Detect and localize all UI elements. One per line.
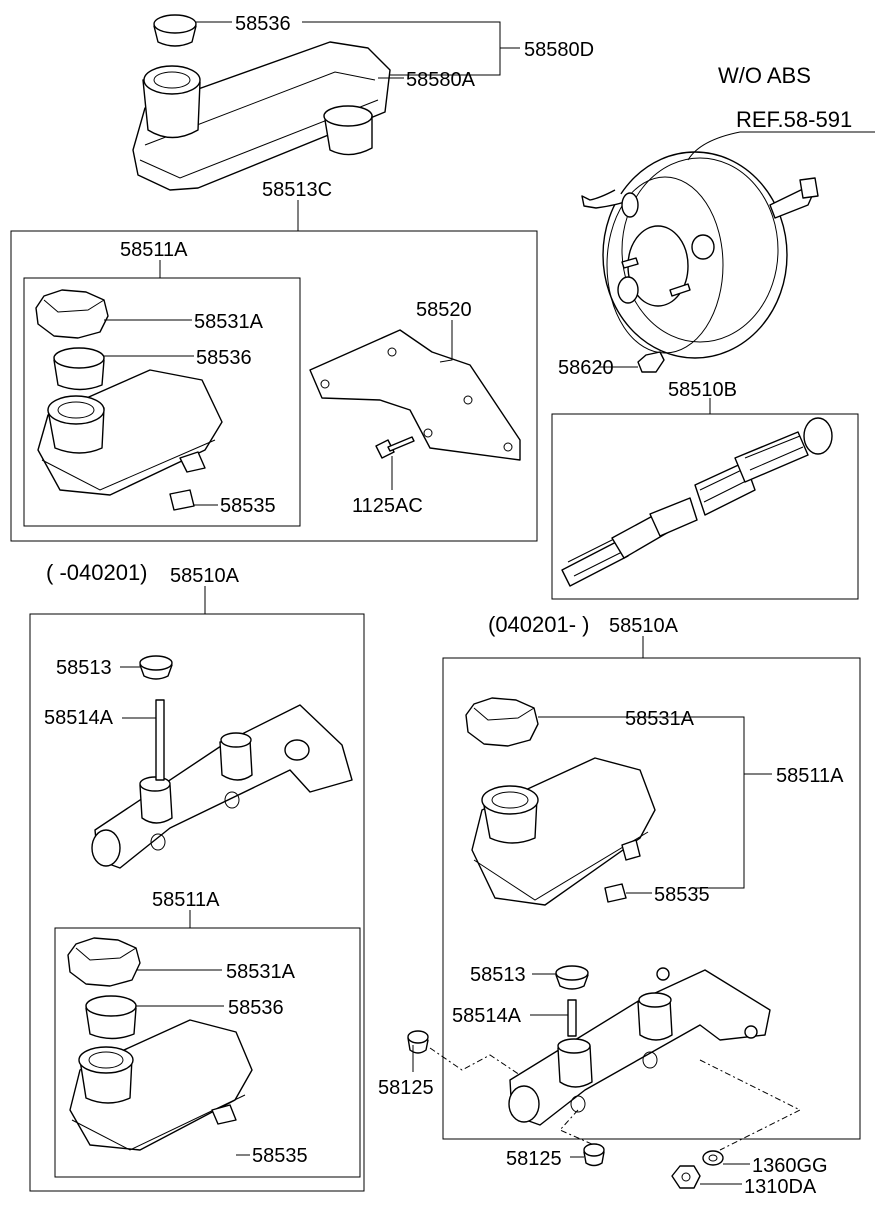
clip-58535-top (169, 489, 195, 511)
label-58510a-right: 58510A (609, 615, 679, 637)
label-ref: REF.58-591 (736, 107, 852, 132)
label-wo-abs: W/O ABS (718, 63, 811, 88)
label-58536-left: 58536 (228, 997, 284, 1019)
label-range-right: (040201- ) (488, 612, 590, 637)
washer-1360gg (702, 1150, 724, 1166)
connector-58620 (637, 351, 665, 373)
cap-58531a-right (465, 697, 539, 747)
cap-58513-right (555, 965, 589, 990)
label-58536-top: 58536 (235, 13, 291, 35)
cap-58531a-top (35, 289, 109, 339)
box-58511a-top (23, 277, 301, 527)
label-58536-mid: 58536 (196, 347, 252, 369)
label-58513c: 58513C (262, 179, 332, 201)
label-58535-left: 58535 (252, 1145, 308, 1167)
brake-booster (581, 151, 819, 359)
plug-58125-b (583, 1143, 605, 1167)
reservoir-58511a-left (69, 1019, 253, 1151)
bracket-58520 (309, 329, 521, 461)
label-58125-b: 58125 (506, 1148, 562, 1170)
label-58520: 58520 (416, 299, 472, 321)
label-58535-right: 58535 (654, 884, 710, 906)
label-58535-top: 58535 (220, 495, 276, 517)
label-58531a-left: 58531A (226, 961, 296, 983)
bolt-1125ac (375, 436, 415, 459)
label-58514a-left: 58514A (44, 707, 114, 729)
piston-kit-58510b (561, 417, 833, 587)
box-58510a-right (442, 657, 861, 1140)
box-58513c (10, 230, 538, 542)
label-58510a-left: 58510A (170, 565, 240, 587)
cap-58531a-left (67, 937, 141, 987)
label-1125ac: 1125AC (352, 495, 423, 517)
label-58514a-right: 58514A (452, 1005, 522, 1027)
ring-58536-mid (53, 347, 105, 391)
label-58620: 58620 (558, 357, 614, 379)
plug-58125-a (407, 1030, 429, 1054)
label-58513-left: 58513 (56, 657, 112, 679)
master-cylinder-left (91, 704, 353, 869)
label-58125-a: 58125 (378, 1077, 434, 1099)
label-range-left: ( -040201) (46, 560, 148, 585)
reservoir-58511a-top (37, 369, 223, 496)
cap-58536-top (153, 14, 197, 47)
leader-lines (104, 21, 875, 1185)
nut-1310da (671, 1165, 701, 1189)
pin-58514a-right (567, 999, 577, 1037)
label-58513-right: 58513 (470, 964, 526, 986)
reservoir-58580a (132, 41, 391, 191)
label-58580a: 58580A (406, 69, 476, 91)
box-58511a-left (54, 927, 361, 1178)
pin-58514a-left (155, 699, 165, 781)
cap-58513-left (139, 655, 173, 680)
label-58510b: 58510B (668, 379, 737, 401)
label-58531a-right: 58531A (625, 708, 695, 730)
master-cylinder-right (508, 967, 771, 1126)
box-58510b (551, 413, 859, 600)
label-58511a-right: 58511A (776, 765, 844, 787)
ring-58536-left (85, 995, 137, 1040)
label-1360gg: 1360GG (752, 1155, 828, 1177)
guide-line-b (559, 1109, 595, 1146)
box-58510a-left (29, 613, 365, 1192)
label-58531a-top: 58531A (194, 311, 264, 333)
label-58511a-left: 58511A (152, 889, 220, 911)
label-58511a-top: 58511A (120, 239, 188, 261)
guide-line-a (429, 1047, 521, 1076)
reservoir-58511a-right (471, 757, 656, 906)
label-58580d: 58580D (524, 39, 594, 61)
guide-line-c (699, 1059, 802, 1151)
label-1310da: 1310DA (744, 1176, 817, 1198)
